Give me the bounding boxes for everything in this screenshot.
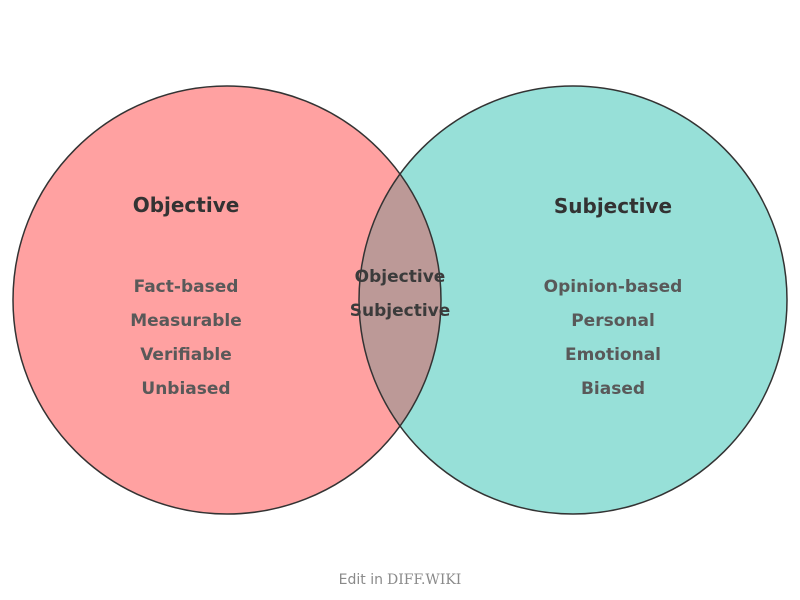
right-circle-outline bbox=[358, 85, 788, 515]
left-item: Verifiable bbox=[140, 345, 232, 365]
overlap-label: Subjective bbox=[349, 301, 451, 321]
overlap-labels: Objective Subjective bbox=[350, 260, 451, 328]
left-item: Fact-based bbox=[133, 277, 239, 297]
left-item: Unbiased bbox=[141, 379, 231, 399]
left-circle bbox=[13, 86, 441, 514]
right-item: Emotional bbox=[564, 345, 662, 365]
left-circle-outline bbox=[12, 85, 442, 515]
overlap-label: Objective bbox=[354, 267, 446, 287]
left-circle-items: Fact-based Measurable Verifiable Unbiase… bbox=[130, 270, 242, 406]
right-item: Opinion-based bbox=[543, 277, 683, 297]
right-circle-title: Subjective bbox=[553, 194, 673, 218]
footer-brand: DIFF.WIKI bbox=[386, 572, 462, 588]
right-circle bbox=[359, 86, 787, 514]
footer-edit-prefix: Edit in bbox=[338, 572, 383, 588]
left-item: Measurable bbox=[130, 311, 242, 331]
right-item: Personal bbox=[571, 311, 655, 331]
right-circle-items: Opinion-based Personal Emotional Biased bbox=[544, 270, 683, 406]
left-circle-title: Objective bbox=[132, 193, 240, 217]
right-item: Biased bbox=[580, 379, 646, 399]
